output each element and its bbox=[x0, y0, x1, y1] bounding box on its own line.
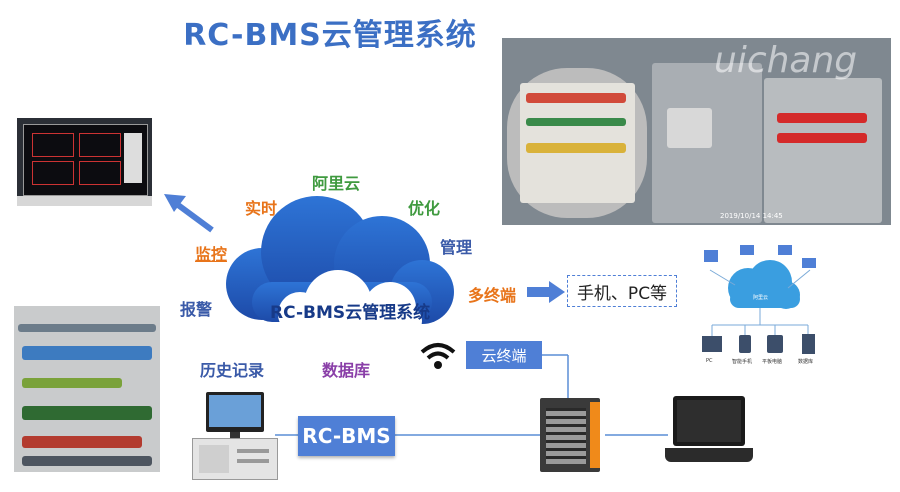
rcbms-box: RC-BMS bbox=[298, 416, 395, 456]
industrial-pc-icon bbox=[192, 392, 280, 482]
keyword-manage: 管理 bbox=[440, 238, 473, 257]
cloud-label: RC-BMS云管理系统 bbox=[270, 303, 431, 323]
monitoring-screen-photo bbox=[17, 118, 152, 206]
photo-timestamp: 2019/10/14 14:45 bbox=[720, 212, 783, 220]
mini-label-pc: PC bbox=[706, 358, 713, 364]
mini-label-phone: 智能手机 bbox=[732, 359, 753, 365]
device-box: 手机、PC等 bbox=[567, 275, 677, 307]
keyword-aliyun: 阿里云 bbox=[312, 174, 361, 193]
keyword-history: 历史记录 bbox=[200, 361, 265, 380]
watermark: uichang bbox=[714, 40, 858, 81]
mini-network-diagram: 阿里云 PC 智能手机 平板电脑 数据库 bbox=[690, 240, 830, 372]
wiring-cabinet-photo bbox=[14, 306, 160, 472]
cloud-terminal-box: 云终端 bbox=[466, 341, 542, 369]
keyword-realtime: 实时 bbox=[245, 199, 278, 218]
keyword-alarm: 报警 bbox=[180, 300, 213, 319]
arrow-to-monitor-icon bbox=[164, 194, 214, 233]
cloud-icon bbox=[226, 196, 454, 338]
page-title: RC-BMS云管理系统 bbox=[183, 18, 477, 53]
mini-label-database: 数据库 bbox=[798, 359, 814, 365]
keyword-database: 数据库 bbox=[322, 361, 371, 380]
mini-cloud-label: 阿里云 bbox=[753, 295, 769, 301]
arrow-right-icon bbox=[527, 281, 565, 303]
mini-label-tablet: 平板电脑 bbox=[762, 359, 783, 365]
keyword-multi-terminal: 多终端 bbox=[468, 286, 517, 305]
cabinet-photo: uichang 2019/10/14 14:45 bbox=[502, 38, 891, 225]
wifi-icon bbox=[420, 343, 456, 369]
laptop-icon bbox=[665, 396, 755, 468]
network-switch-icon bbox=[540, 398, 605, 476]
keyword-optimize: 优化 bbox=[408, 199, 441, 218]
keyword-monitor: 监控 bbox=[195, 245, 228, 264]
